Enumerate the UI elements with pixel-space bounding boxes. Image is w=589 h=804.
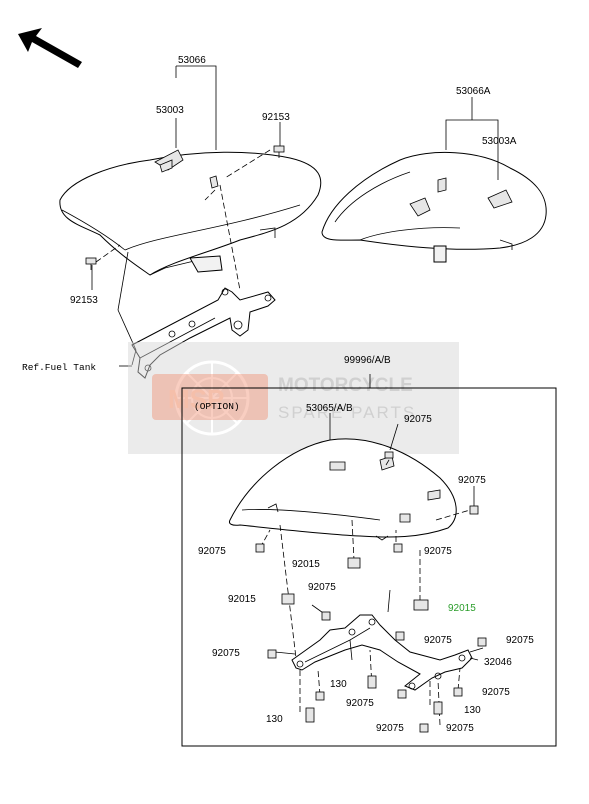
bolt-icon-92075-left	[255, 543, 265, 553]
label-53003A[interactable]: 53003A	[482, 136, 517, 147]
label-130-b[interactable]: 130	[464, 705, 481, 716]
label-92015-c-highlighted[interactable]: 92015	[448, 603, 476, 614]
label-92075-j[interactable]: 92075	[346, 698, 374, 709]
bolt-icon-92075-c	[267, 649, 277, 659]
label-32046[interactable]: 32046	[484, 657, 512, 668]
watermark-line2: SPARE PARTS	[278, 403, 416, 422]
nut-icon-92015-right	[413, 599, 429, 611]
watermark-logo: MSP	[168, 384, 224, 414]
leaders-top-right	[445, 97, 499, 180]
bolt-icon-92075-right	[469, 505, 479, 515]
label-92075-l[interactable]: 92075	[446, 723, 474, 734]
solo-seat-cowl-53065[interactable]	[229, 438, 457, 541]
nut-icon-92015-center	[347, 557, 361, 569]
bolt-icon-92075-f	[397, 689, 407, 699]
label-92075-c[interactable]: 92075	[198, 546, 226, 557]
label-53065[interactable]: 53065/A/B	[306, 403, 353, 414]
bolt-icon-92075-b	[395, 631, 405, 641]
watermark-line1: MOTORCYCLE	[278, 375, 413, 396]
label-53066A[interactable]: 53066A	[456, 86, 491, 97]
bolt-icon-92153-left	[85, 257, 97, 270]
label-53003[interactable]: 53003	[156, 105, 184, 116]
label-53066[interactable]: 53066	[178, 55, 206, 66]
bolt-icon-92075-mid	[393, 543, 403, 553]
bolt-icon-130-b	[305, 707, 315, 723]
bolt-icon-92075-a	[321, 611, 331, 621]
front-direction-arrow-icon	[18, 28, 82, 68]
label-92075-e[interactable]: 92075	[308, 582, 336, 593]
label-99996[interactable]: 99996/A/B	[344, 355, 391, 366]
label-130-c[interactable]: 130	[266, 714, 283, 725]
option-box	[181, 387, 557, 747]
label-92075-f[interactable]: 92075	[424, 635, 452, 646]
seat-bracket[interactable]	[131, 287, 276, 379]
label-92153-left[interactable]: 92153	[70, 295, 98, 306]
option-bracket-32046[interactable]	[291, 614, 473, 691]
label-92075-g[interactable]: 92075	[506, 635, 534, 646]
bolt-icon-92075-h	[419, 723, 429, 733]
label-92153-top[interactable]: 92153	[262, 112, 290, 123]
bolt-icon-92075-g	[453, 687, 463, 697]
label-92075-b[interactable]: 92075	[458, 475, 486, 486]
bolt-icon-92075-upper	[384, 451, 394, 459]
bolt-icon-130-c	[433, 701, 443, 715]
label-92015-a[interactable]: 92015	[292, 559, 320, 570]
bolt-icon-92075-e	[315, 691, 325, 701]
leaders-top-left	[91, 65, 281, 367]
bolt-icon-92075-d	[477, 637, 487, 647]
label-92075-a[interactable]: 92075	[404, 414, 432, 425]
watermark: MSP MOTORCYCLE SPARE PARTS	[128, 342, 459, 454]
rider-seat-53066[interactable]	[59, 149, 322, 276]
label-92075-i[interactable]: 92075	[482, 687, 510, 698]
label-92075-d[interactable]: 92075	[424, 546, 452, 557]
nut-icon-92015-left	[281, 593, 295, 605]
seat-cover-53066A[interactable]	[321, 152, 547, 263]
label-130-a[interactable]: 130	[330, 679, 347, 690]
label-92075-k[interactable]: 92075	[376, 723, 404, 734]
label-92015-b[interactable]: 92015	[228, 594, 256, 605]
label-ref-fuel-tank[interactable]: Ref.Fuel Tank	[22, 362, 96, 373]
label-92075-h[interactable]: 92075	[212, 648, 240, 659]
label-option: (OPTION)	[194, 401, 240, 412]
bolt-icon-92153-top	[273, 145, 285, 158]
bolt-icon-130-a	[367, 675, 377, 689]
